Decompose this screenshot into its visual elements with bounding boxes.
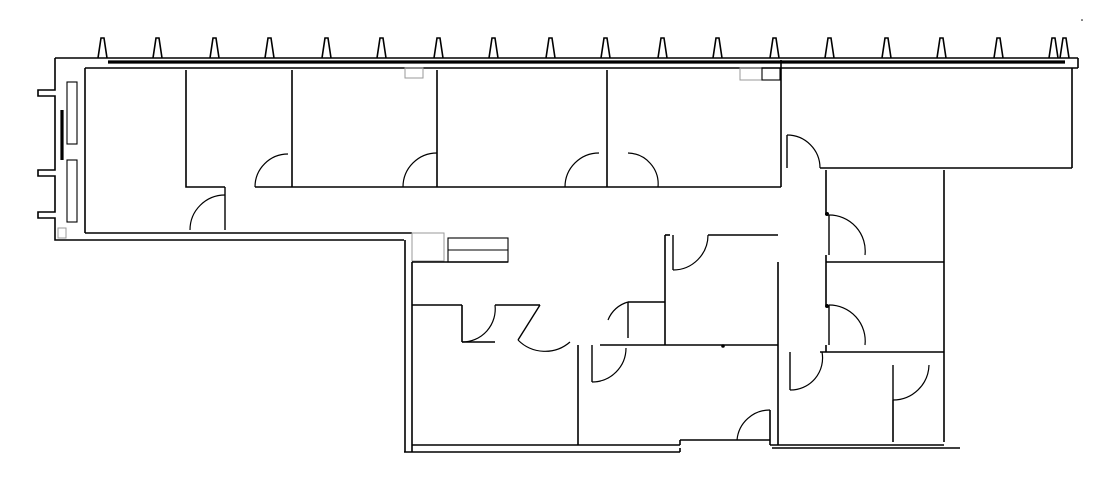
facade-fin bbox=[545, 37, 556, 59]
details bbox=[404, 19, 1083, 348]
facade-fin bbox=[433, 37, 444, 59]
facade-fin bbox=[97, 37, 108, 59]
west-facade bbox=[37, 58, 86, 241]
east-suite bbox=[820, 170, 945, 442]
facade-fin bbox=[376, 37, 387, 59]
facade-fin bbox=[936, 37, 947, 59]
facade-fin bbox=[488, 37, 499, 59]
facade-fin bbox=[769, 37, 780, 59]
facade-fin bbox=[1059, 37, 1070, 59]
corridor-south-wall bbox=[85, 232, 509, 263]
facade-fin bbox=[152, 37, 163, 59]
facade-fin bbox=[824, 37, 835, 59]
facade-fin bbox=[209, 37, 220, 59]
facade-fin bbox=[657, 37, 668, 59]
doors bbox=[189, 134, 930, 441]
south-wing bbox=[404, 234, 960, 453]
facade-fin bbox=[712, 37, 723, 59]
facade-fin bbox=[993, 37, 1004, 59]
office-row bbox=[185, 58, 1079, 188]
facade-fin bbox=[881, 37, 892, 59]
facade-fin bbox=[600, 37, 611, 59]
facade-fin bbox=[321, 37, 332, 59]
facade-fin bbox=[1048, 37, 1059, 59]
facade-fin bbox=[264, 37, 275, 59]
north-facade bbox=[55, 37, 1078, 69]
